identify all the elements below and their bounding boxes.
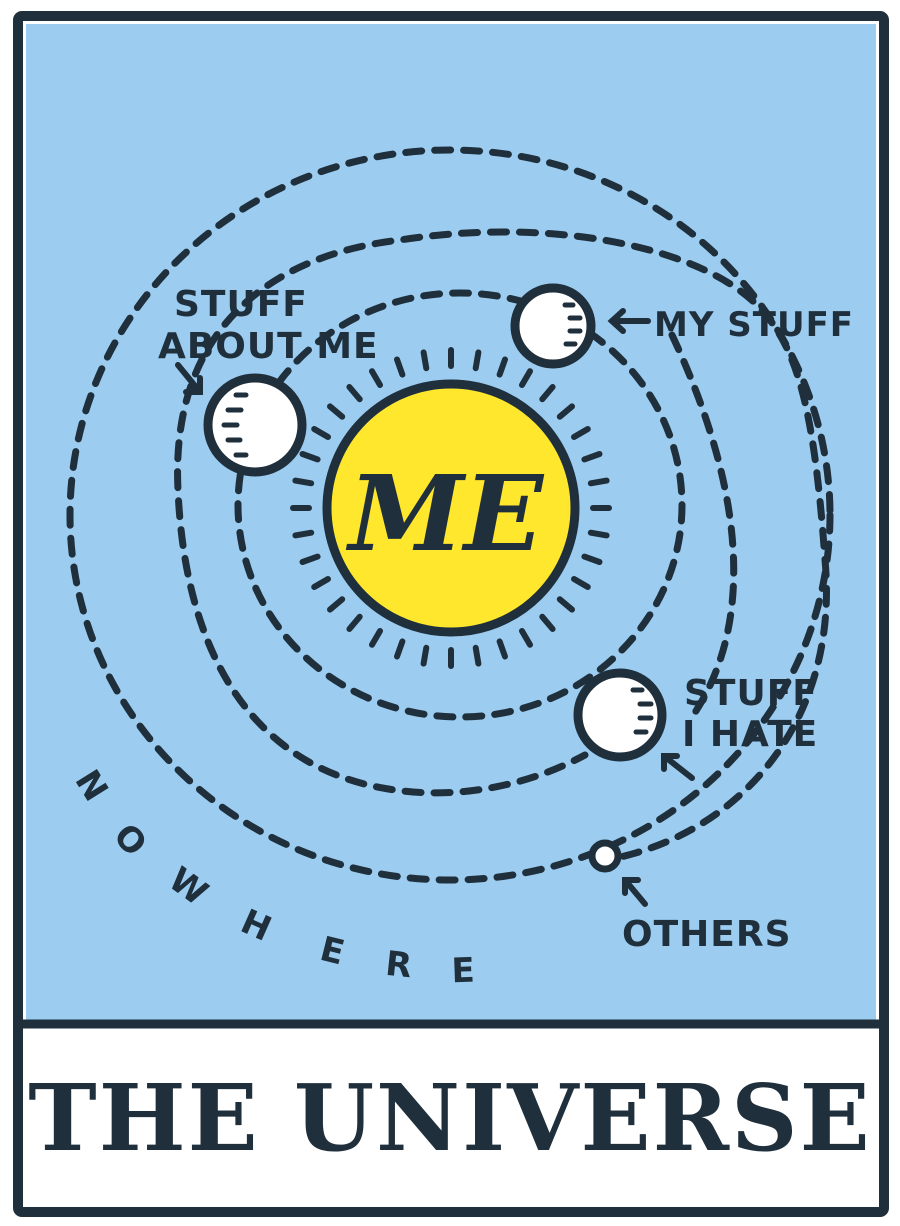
sun-ray xyxy=(311,576,331,590)
sun-ray xyxy=(556,596,575,613)
planet-my-stuff xyxy=(510,283,596,369)
orbit-outer xyxy=(66,146,834,884)
sun-ray xyxy=(420,644,430,667)
planet-icon xyxy=(573,668,667,762)
orbit-others xyxy=(174,228,830,866)
card-title: THE UNIVERSE xyxy=(28,1064,871,1172)
sun-ray xyxy=(346,384,363,403)
sun-ray xyxy=(292,477,315,487)
sun-icon xyxy=(322,379,580,637)
planet-about-me xyxy=(203,373,307,477)
planet-others xyxy=(588,839,622,873)
sun-ray xyxy=(496,356,508,378)
sun-ray xyxy=(472,644,482,667)
sun-ray xyxy=(327,403,346,420)
sun-ray xyxy=(581,451,603,463)
sun-ray xyxy=(571,426,591,440)
sun-ray xyxy=(519,368,533,388)
sun-ray xyxy=(394,356,406,378)
label-stuff-about-me-1: STUFF xyxy=(174,284,308,325)
sun-ray xyxy=(556,403,575,420)
center-label: ME xyxy=(346,452,545,575)
planet-icon xyxy=(203,373,307,477)
sun-ray xyxy=(311,426,331,440)
sun-ray xyxy=(420,349,430,372)
sun-ray xyxy=(539,613,556,632)
sun-ray xyxy=(571,576,591,590)
sun-ray xyxy=(394,638,406,660)
sun-ray xyxy=(587,477,610,487)
nowhere-letter: R xyxy=(384,944,415,987)
sun-ray xyxy=(346,613,363,632)
sun-ray xyxy=(587,529,610,539)
label-my-stuff: MY STUFF xyxy=(654,305,854,345)
planet-icon xyxy=(588,839,622,873)
sun-ray xyxy=(472,349,482,372)
arrow-icon xyxy=(175,362,203,395)
arrow-icon xyxy=(622,877,648,907)
sun-ray xyxy=(369,628,383,648)
sun-ray xyxy=(327,596,346,613)
arrow-icon xyxy=(607,308,651,334)
label-stuff-about-me-2: ABOUT ME xyxy=(158,326,379,367)
sun-ray xyxy=(292,529,315,539)
sun-ray xyxy=(581,553,603,565)
sun-ray xyxy=(299,553,321,565)
planet-icon xyxy=(510,283,596,369)
planet-stuff-i-hate xyxy=(573,668,667,762)
orbit-hate xyxy=(668,331,738,724)
nowhere-letter: E xyxy=(451,951,477,992)
label-stuff-i-hate-1: STUFF xyxy=(684,673,818,714)
sun-ray xyxy=(519,628,533,648)
sun-ray xyxy=(369,368,383,388)
label-stuff-i-hate-2: I HATE xyxy=(682,714,818,755)
label-others: OTHERS xyxy=(622,914,792,955)
arrow-icon xyxy=(661,753,695,781)
sun-ray xyxy=(496,638,508,660)
orbit-about-me xyxy=(234,289,686,721)
orbits xyxy=(66,146,834,884)
sun-ray xyxy=(539,384,556,403)
sun-rays xyxy=(290,347,612,669)
sun-ray xyxy=(299,451,321,463)
